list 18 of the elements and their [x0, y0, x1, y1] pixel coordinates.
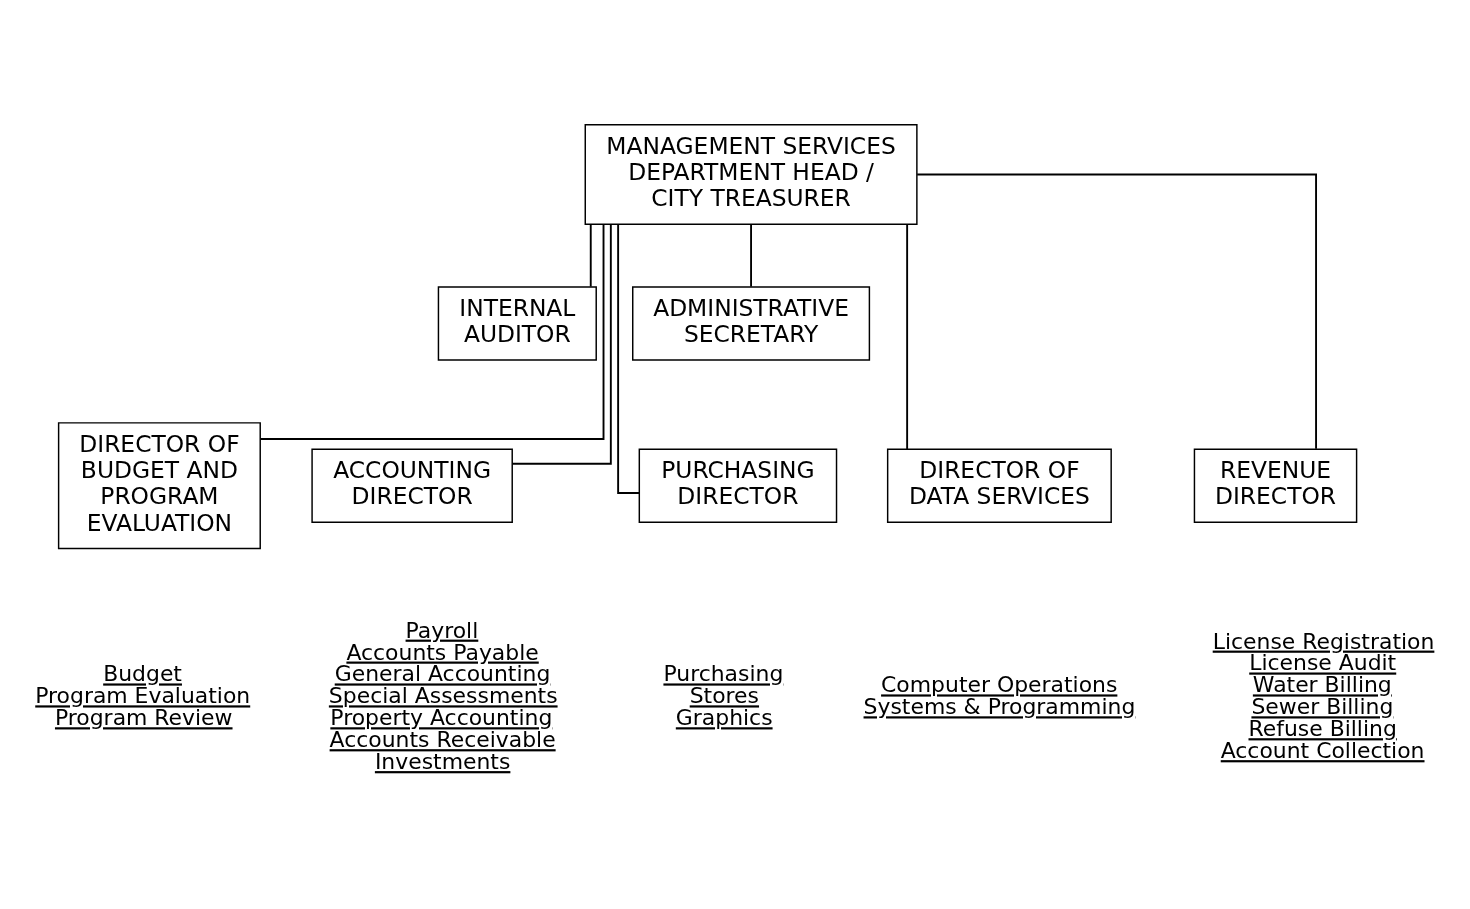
- node-box: MANAGEMENT SERVICES DEPARTMENT HEAD / CITY TREASURER: [584, 123, 918, 225]
- node-label: Purchasing: [663, 660, 784, 686]
- node-box: ACCOUNTING DIRECTOR: [311, 447, 513, 523]
- node-label: Graphics: [675, 704, 773, 730]
- connector: [511, 222, 612, 465]
- node-box: PURCHASING DIRECTOR: [638, 447, 838, 523]
- node-box: REVENUE DIRECTOR: [1193, 447, 1358, 523]
- connector: [617, 222, 640, 494]
- node-box: DIRECTOR OF BUDGET AND PROGRAM EVALUATION: [57, 421, 261, 549]
- connector: [589, 223, 592, 288]
- node-box: DIRECTOR OF DATA SERVICES: [886, 447, 1112, 523]
- connector: [906, 223, 909, 450]
- connector: [259, 222, 605, 440]
- node-box: INTERNAL AUDITOR: [437, 285, 597, 361]
- node-label: Investments: [374, 748, 511, 774]
- connector: [916, 173, 1317, 450]
- connector: [750, 223, 753, 288]
- node-box: ADMINISTRATIVE SECRETARY: [632, 285, 871, 361]
